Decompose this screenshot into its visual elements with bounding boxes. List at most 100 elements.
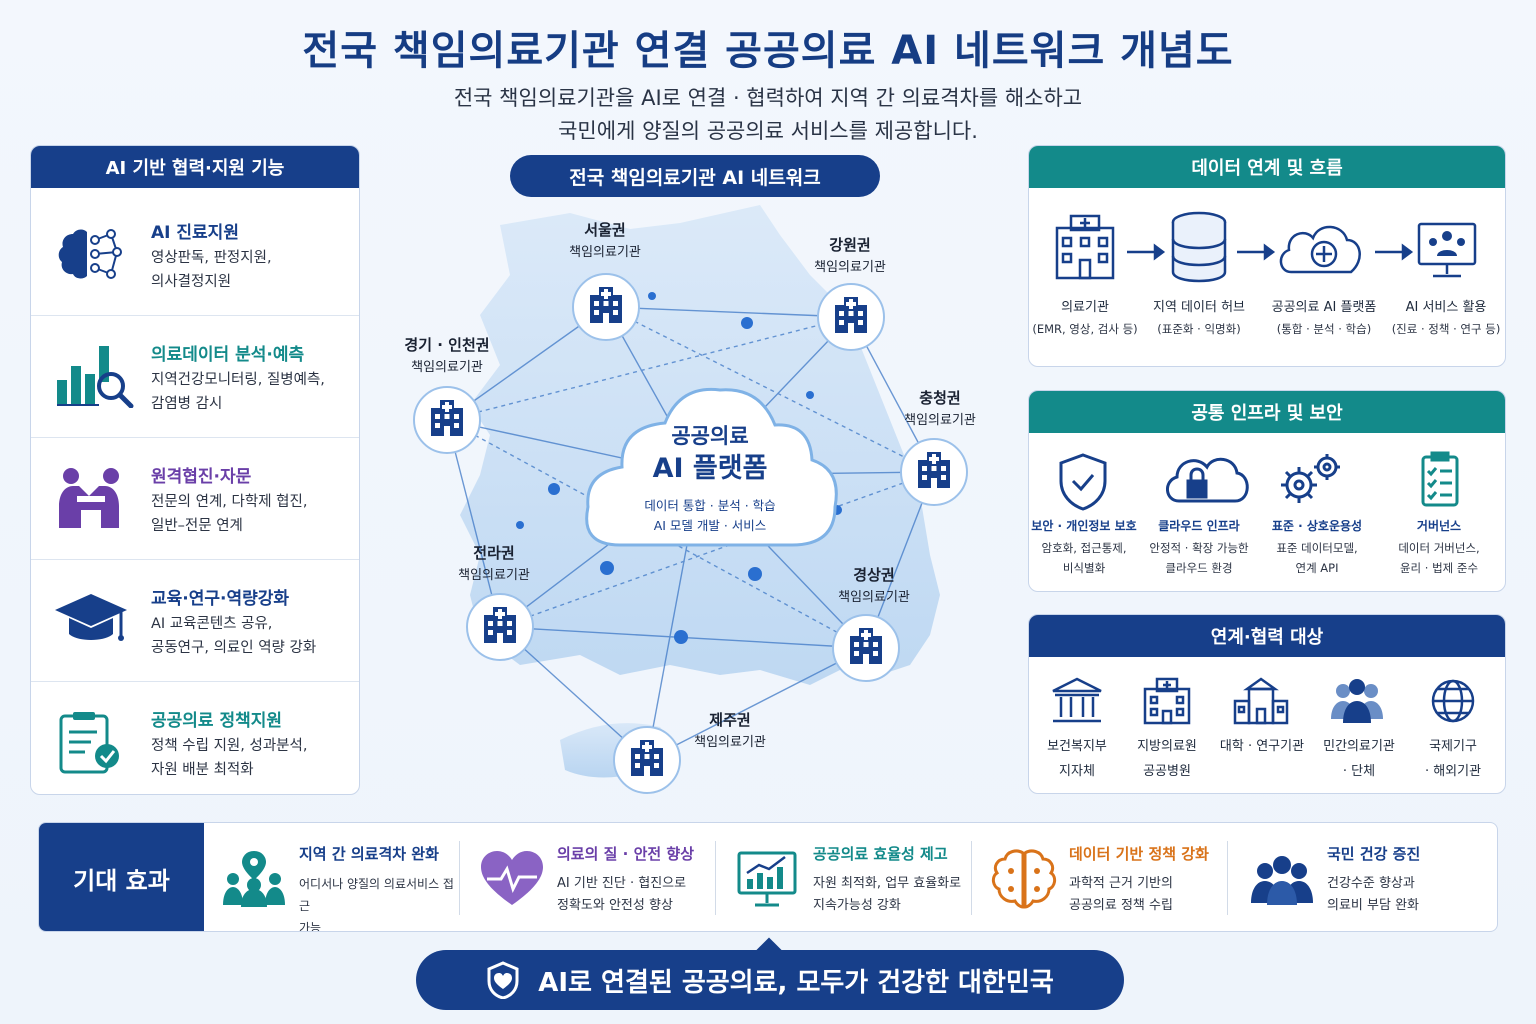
feature-policy-support: 공공의료 정책지원 정책 수립 지원, 성과분석,자원 배분 최적화 (31, 682, 359, 794)
growth-monitor-icon (737, 851, 797, 907)
hospital-building-icon (1143, 677, 1191, 725)
arrow-icon (1375, 243, 1414, 261)
infra-icons (1059, 451, 1459, 511)
clipboard-check-icon (59, 712, 119, 774)
svg-text:강원권: 강원권 (829, 236, 870, 254)
footer-text: AI로 연결된 공공의료, 모두가 건강한 대한민국 (538, 967, 1054, 998)
svg-text:제주권: 제주권 (709, 711, 750, 729)
svg-text:책임의료기관: 책임의료기관 (569, 245, 641, 260)
svg-text:충청권: 충청권 (919, 389, 960, 407)
arrow-icon (1127, 243, 1166, 261)
svg-text:책임의료기관: 책임의료기관 (694, 735, 766, 750)
flow-step-ai-service: AI 서비스 활용(진료 · 정책 · 연구 등) (1391, 300, 1501, 336)
svg-text:서울권: 서울권 (584, 221, 625, 239)
partner-private: 민간의료기관· 단체 (1323, 739, 1395, 779)
effects-header: 기대 효과 (39, 823, 204, 931)
feature-education: 교육·연구·역량강화 AI 교육콘텐츠 공유,공동연구, 의료인 역량 강화 (31, 560, 359, 682)
region-jeju[interactable]: 제주권 책임의료기관 (613, 711, 766, 794)
people-meeting-icon (59, 468, 119, 528)
flow-step-hospital: 의료기관(EMR, 영상, 검사 등) (1032, 300, 1138, 336)
hospital-icon (1055, 214, 1115, 280)
footer-banner: AI로 연결된 공공의료, 모두가 건강한 대한민국 (416, 950, 1124, 1010)
brain-network-icon (58, 229, 122, 279)
cloud-ai-icon (1279, 225, 1361, 274)
data-flow-header: 데이터 연계 및 흐름 (1029, 146, 1505, 188)
globe-icon (1431, 679, 1475, 723)
region-gyeonggi-incheon[interactable]: 경기 · 인천권 책임의료기관 (404, 336, 490, 454)
shield-heart-icon (487, 961, 519, 999)
feature-desc: AI 교육콘텐츠 공유,공동연구, 의료인 역량 강화 (151, 616, 317, 656)
cloud-title-2: AI 플랫폼 (653, 453, 768, 484)
heart-pulse-icon (481, 851, 543, 905)
feature-telemedicine: 원격협진·자문 전문의 연계, 다학제 협진,일반–전문 연계 (31, 438, 359, 560)
feature-desc: 전문의 연계, 다학제 협진,일반–전문 연계 (151, 494, 308, 534)
ai-functions-panel: AI 기반 협력·지원 기능 AI 진료지원 영상판독, 판정지원,의사결정지원… (30, 145, 360, 795)
svg-text:경상권: 경상권 (853, 566, 894, 584)
svg-text:경기 · 인천권: 경기 · 인천권 (404, 336, 489, 354)
feature-title: 공공의료 정책지원 (151, 711, 283, 731)
feature-desc: 정책 수립 지원, 성과분석,자원 배분 최적화 (151, 738, 308, 778)
svg-text:책임의료기관: 책임의료기관 (411, 360, 483, 375)
cloud-desc-2: AI 모델 개발 · 서비스 (654, 518, 767, 533)
page-title: 전국 책임의료기관 연결 공공의료 AI 네트워크 개념도 (302, 28, 1234, 74)
network-map: 공공의료 AI 플랫폼 데이터 통합 · 분석 · 학습 AI 모델 개발 · … (404, 205, 976, 794)
feature-data-analysis: 의료데이터 분석·예측 지역건강모니터링, 질병예측,감염병 감시 (31, 316, 359, 438)
region-seoul[interactable]: 서울권 책임의료기관 (569, 221, 641, 341)
feature-desc: 영상판독, 판정지원,의사결정지원 (151, 250, 272, 290)
feature-title: 의료데이터 분석·예측 (151, 345, 305, 365)
region-gyeongsang[interactable]: 경상권 책임의료기관 (832, 566, 910, 682)
partner-international: 국제기구· 해외기관 (1424, 739, 1482, 779)
network-nodes (516, 292, 842, 644)
subtitle-line-1: 전국 책임의료기관을 AI로 연결 · 협력하여 지역 간 의료격차를 해소하고 (453, 86, 1083, 110)
svg-text:책임의료기관: 책임의료기관 (838, 590, 910, 605)
gears-icon (1281, 454, 1340, 503)
infra-header: 공통 인프라 및 보안 (1029, 391, 1505, 433)
ai-functions-header: AI 기반 협력·지원 기능 (31, 146, 359, 188)
government-building-icon (1052, 677, 1102, 723)
university-icon (1233, 677, 1289, 725)
shield-check-icon (1059, 453, 1107, 511)
ai-platform-cloud: 공공의료 AI 플랫폼 데이터 통합 · 분석 · 학습 AI 모델 개발 · … (585, 387, 838, 547)
region-chungcheong[interactable]: 충청권 책임의료기관 (900, 389, 976, 506)
feature-title: AI 진료지원 (151, 223, 239, 243)
region-gangwon[interactable]: 강원권 책임의료기관 (814, 236, 886, 351)
partner-icons (1052, 677, 1475, 725)
data-flow-panel: 데이터 연계 및 흐름 의료기관(EMR, 영상, 검사 등) 지역 데이터 허… (1028, 145, 1506, 367)
bar-chart-magnifier-icon (57, 346, 134, 408)
partners-header: 연계·협력 대상 (1029, 615, 1505, 657)
feature-title: 원격협진·자문 (151, 467, 252, 487)
svg-text:책임의료기관: 책임의료기관 (814, 260, 886, 275)
flow-step-ai-platform: 공공의료 AI 플랫폼(통합 · 분석 · 학습) (1271, 300, 1377, 336)
partner-university: 대학 · 연구기관 (1219, 739, 1305, 754)
region-jeolla[interactable]: 전라권 책임의료기관 (458, 544, 534, 661)
database-icon (1171, 211, 1227, 283)
feature-desc: 지역건강모니터링, 질병예측,감염병 감시 (151, 372, 325, 412)
arrow-icon (1237, 243, 1276, 261)
people-icon (1251, 856, 1313, 905)
svg-text:책임의료기관: 책임의료기관 (458, 568, 530, 583)
checklist-icon (1421, 451, 1459, 507)
cloud-title-1: 공공의료 (671, 424, 748, 448)
monitor-users-icon (1417, 222, 1477, 278)
subtitle-line-2: 국민에게 양질의 공공의료 서비스를 제공합니다. (558, 119, 978, 143)
network-label: 전국 책임의료기관 AI 네트워크 (510, 155, 880, 197)
cloud-desc-1: 데이터 통합 · 분석 · 학습 (644, 498, 775, 513)
group-icon (1331, 679, 1383, 723)
community-pin-icon (223, 851, 285, 907)
feature-title: 교육·연구·역량강화 (151, 589, 290, 609)
data-flow-icons (1055, 211, 1477, 283)
